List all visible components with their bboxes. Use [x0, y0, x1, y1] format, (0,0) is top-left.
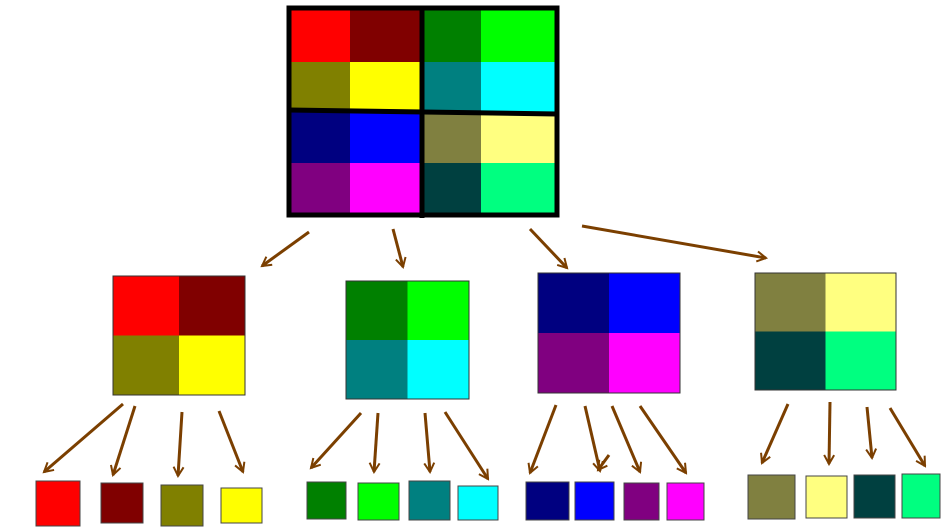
leaf-square	[457, 485, 499, 521]
child-grid-outline	[112, 275, 246, 396]
child-cell	[179, 276, 245, 336]
root-cell	[481, 112, 557, 163]
leaf-squares	[35, 473, 941, 527]
child-cell	[407, 340, 469, 399]
child-cell	[113, 335, 179, 395]
root-cell	[481, 8, 557, 62]
arrow	[113, 405, 137, 475]
root-cell	[289, 62, 350, 112]
leaf-square	[853, 474, 896, 519]
child-grid	[537, 272, 681, 394]
root-cell	[289, 163, 350, 215]
leaf-square	[306, 481, 347, 520]
child-cell	[755, 331, 826, 390]
child-cell	[825, 331, 896, 390]
arrow	[583, 405, 600, 471]
root-cell	[289, 112, 350, 163]
arrow	[888, 407, 927, 466]
root-cell	[350, 8, 422, 62]
arrow	[829, 401, 830, 464]
leaf-square	[747, 474, 796, 520]
leaf-square	[220, 487, 263, 524]
leaf-square	[357, 482, 400, 521]
root-cell	[422, 163, 481, 215]
root-cell	[350, 112, 422, 163]
root-cell	[422, 8, 481, 62]
arrow	[178, 411, 182, 476]
arrow	[528, 227, 567, 268]
child-cell	[755, 273, 826, 332]
arrow	[530, 404, 558, 473]
arrow	[311, 411, 363, 468]
child-grid-outline	[345, 280, 470, 400]
arrow	[762, 403, 790, 463]
child-cell	[407, 281, 469, 340]
arrow	[425, 412, 430, 472]
root-cell	[422, 62, 481, 112]
root-divider-horizontal	[288, 107, 558, 117]
arrow	[374, 412, 378, 472]
arrow	[44, 402, 124, 472]
child-grid	[754, 272, 897, 391]
child-grid-outline	[754, 272, 897, 391]
root-grid	[289, 8, 557, 215]
child-cell	[825, 273, 896, 332]
arrow	[443, 411, 490, 479]
arrow	[598, 454, 611, 470]
child-cell	[609, 333, 680, 393]
root-cell	[350, 62, 422, 112]
root-cell	[289, 8, 350, 62]
leaf-square	[408, 480, 451, 521]
root-cell	[481, 62, 557, 112]
leaf-square	[100, 482, 144, 524]
child-cell	[346, 281, 408, 340]
child-cell	[113, 276, 179, 336]
leaf-square	[525, 481, 570, 521]
arrow	[391, 228, 403, 267]
child-cell	[538, 273, 609, 333]
child-grids	[112, 272, 897, 400]
root-grid-borders	[286, 5, 560, 218]
child-cell	[609, 273, 680, 333]
leaf-square	[666, 482, 705, 521]
leaf-square	[160, 484, 204, 527]
leaf-square	[574, 481, 615, 521]
arrow	[581, 224, 766, 258]
child-grid	[345, 280, 470, 400]
leaf-square	[623, 482, 660, 521]
child-cell	[346, 340, 408, 399]
arrow	[610, 405, 640, 472]
child-grid-outline	[537, 272, 681, 394]
child-cell	[538, 333, 609, 393]
arrow	[262, 230, 310, 268]
child-grid	[112, 275, 246, 396]
root-cell	[481, 163, 557, 215]
arrows	[44, 224, 927, 479]
arrow	[867, 406, 872, 458]
child-cell	[179, 335, 245, 395]
root-cell	[422, 112, 481, 163]
arrow	[217, 410, 243, 472]
arrow	[638, 405, 688, 473]
leaf-square	[901, 473, 941, 519]
leaf-square	[35, 480, 81, 527]
leaf-square	[805, 475, 848, 519]
root-cell	[350, 163, 422, 215]
